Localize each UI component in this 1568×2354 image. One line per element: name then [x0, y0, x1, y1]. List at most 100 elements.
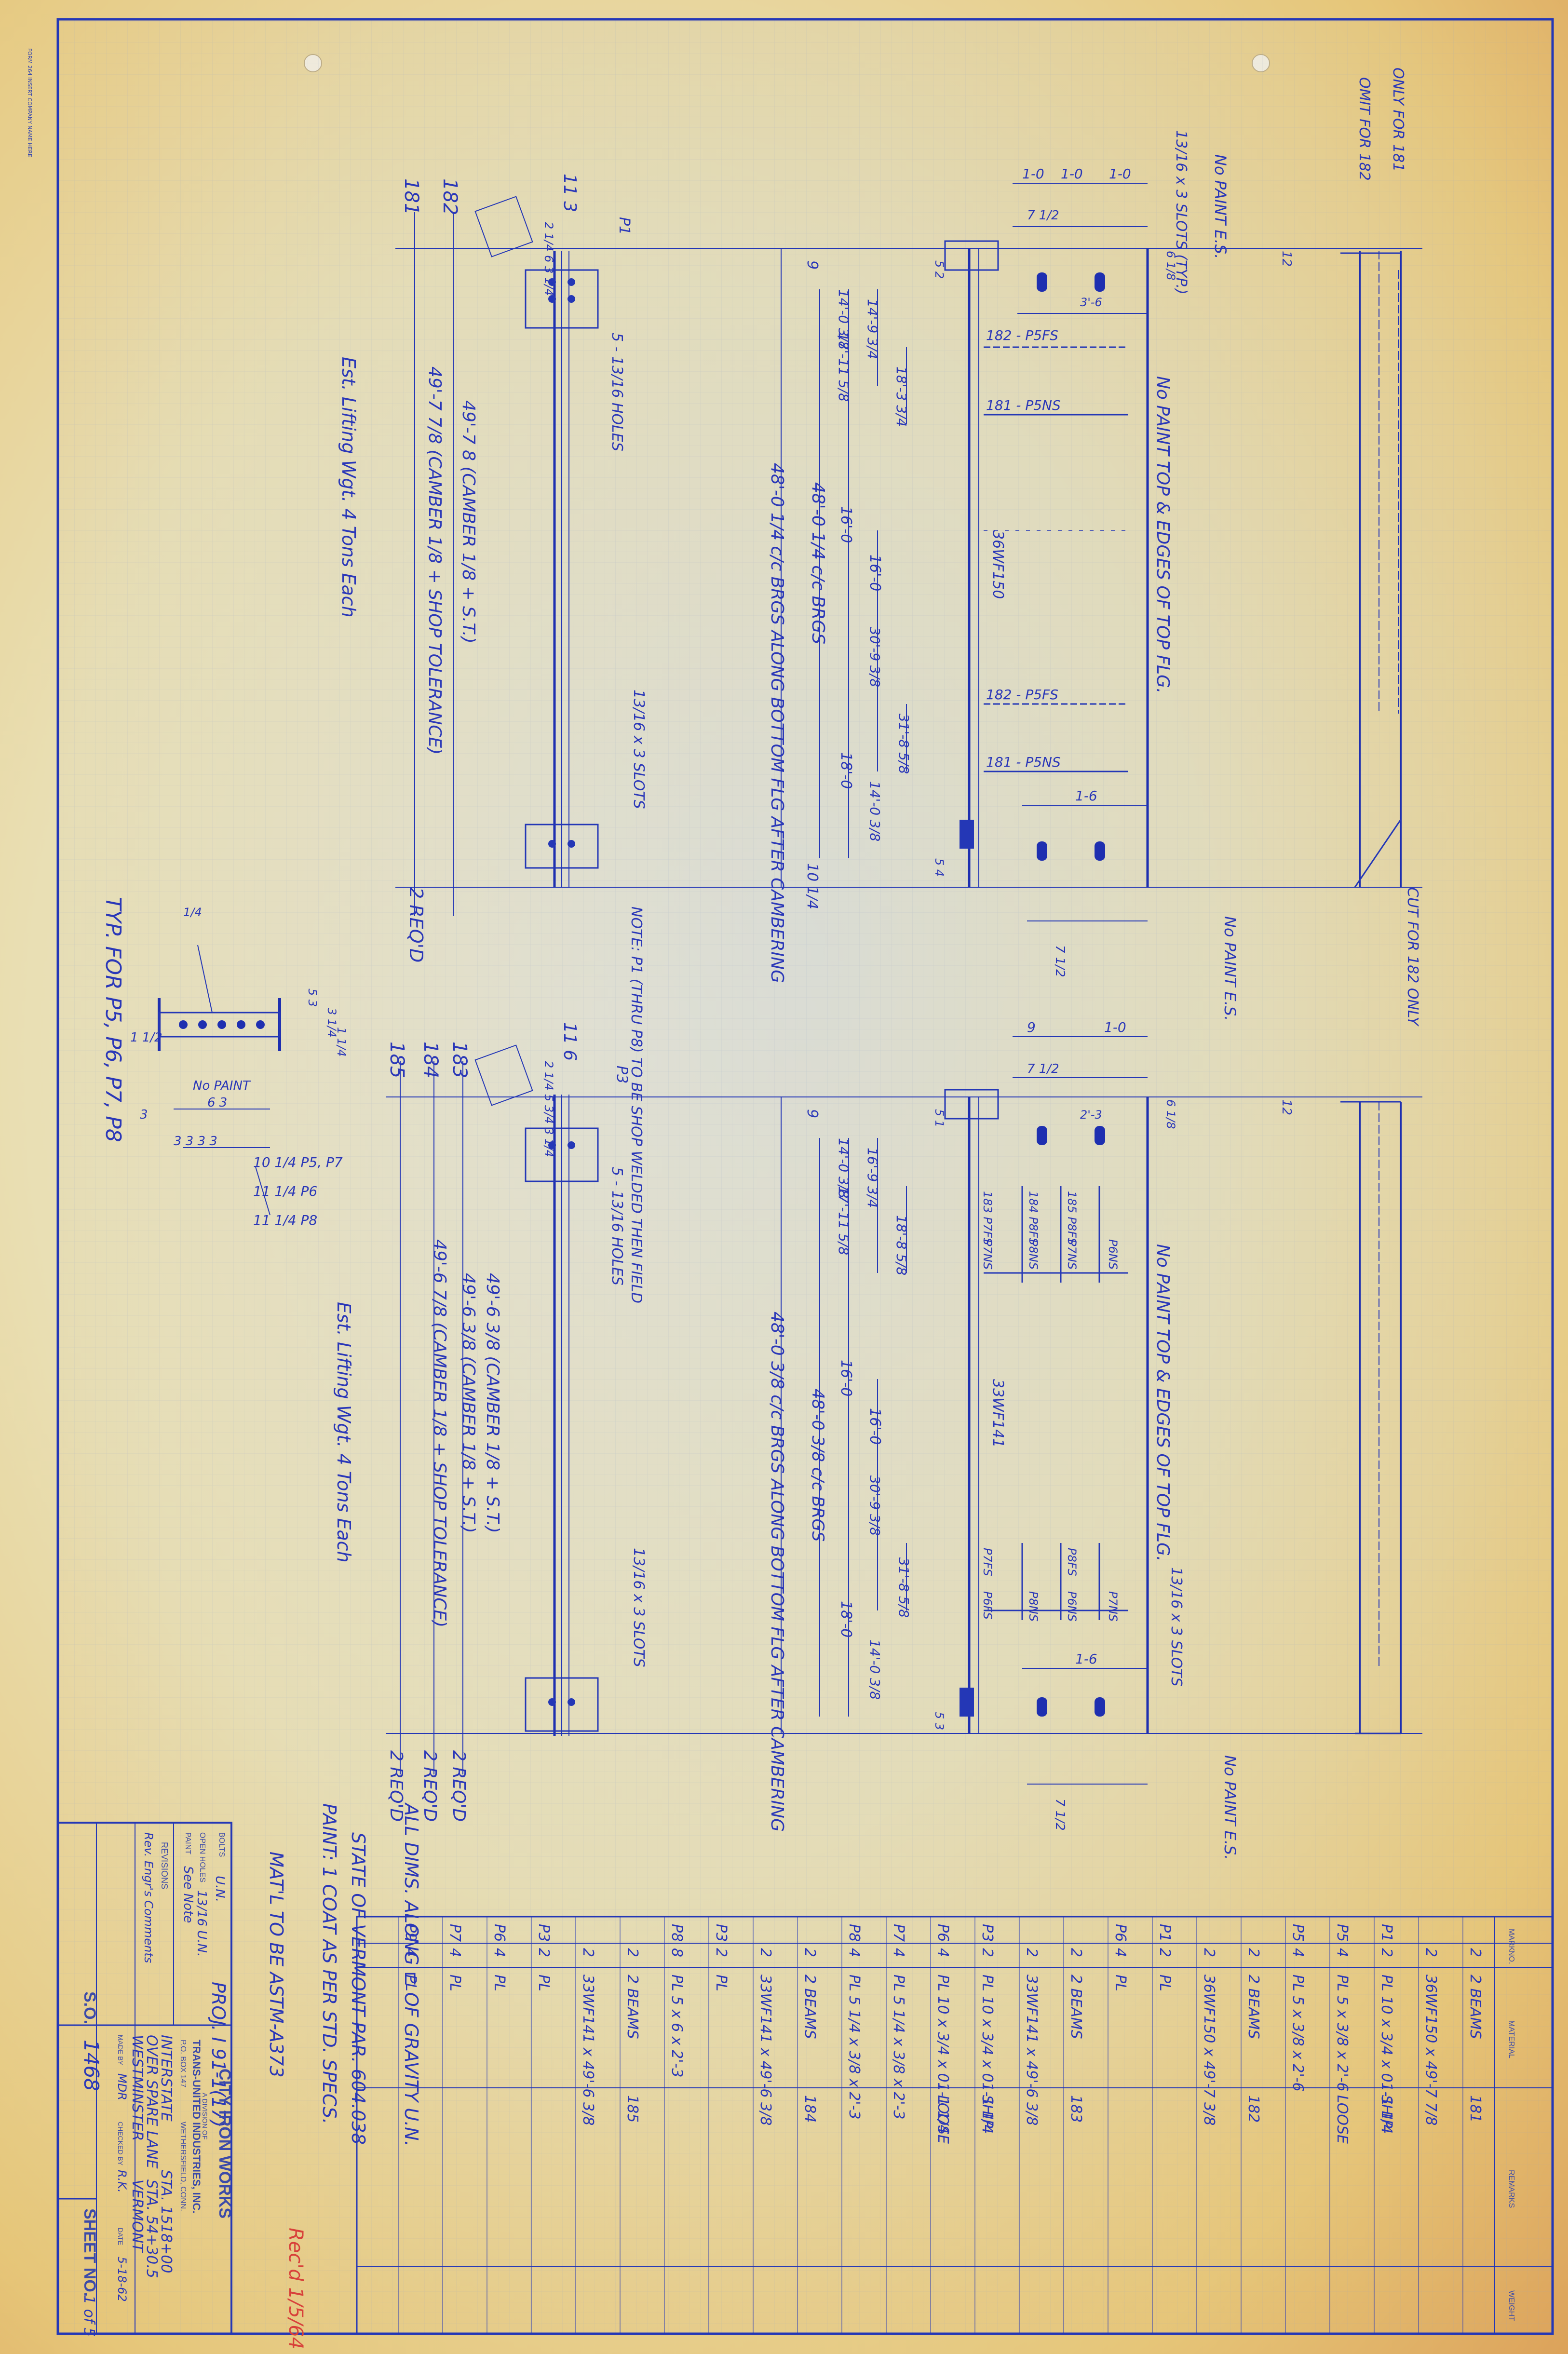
bom-cell-mark: P5 — [1334, 1924, 1351, 1942]
stiffener-b-7: P6NS — [1106, 1239, 1120, 1270]
member-a-spacing-3: 1-0 — [1109, 166, 1131, 182]
bom-cell-no: 2 — [801, 1948, 818, 1957]
member-b-dim-5-3: 5 3 — [933, 1712, 946, 1730]
member-b-d-14-0: 14'-0 3/8 — [836, 1138, 852, 1198]
member-b-spacing: 1-0 — [1104, 1019, 1126, 1035]
plate-p3-label: P3 — [613, 1066, 630, 1083]
bom-cell-no: 2 — [535, 1948, 552, 1957]
mark-184: 184 — [419, 1042, 442, 1078]
bom-cell-remarks: LOOSE — [934, 2095, 951, 2144]
member-a-dim-10: 10 1/4 — [804, 863, 821, 909]
tb-project-1: INTERSTATE — [158, 2035, 175, 2122]
title-block — [57, 1822, 232, 2335]
bom-cell-mark: P8 — [668, 1924, 685, 1942]
stiffener-b-12: P6FS — [981, 1591, 994, 1620]
detail-dims-2: 1 1/2 — [130, 1030, 162, 1045]
detail-dim-3-1: 3 1/4 — [325, 1008, 338, 1038]
member-b-d-18: 18'-8 5/8 — [893, 1215, 909, 1275]
mark-185: 185 — [386, 1042, 408, 1078]
member-a-dim-top: 2 1/4 6 3 1/4 — [542, 222, 555, 296]
member-b-d-18-0: 18'-0 — [838, 1601, 854, 1637]
member-a-d-30: 30'-9 3/8 — [867, 627, 883, 687]
tb-made-by: MDR — [115, 2073, 129, 2100]
member-b-dim-12: 12 — [1279, 1099, 1294, 1115]
bom-cell-no: 2 — [1422, 1948, 1439, 1957]
member-b-no-paint-es: No PAINT E.S. — [1221, 1755, 1239, 1860]
tb-station-1: STA. 1518+00 — [158, 2170, 175, 2273]
member-a-holes: 5 - 13/16 HOLES — [608, 333, 625, 451]
stiffener-181-p5ns-2: 181 - P5NS — [986, 754, 1061, 770]
member-b-d-16-0b: 16'-0 — [866, 1408, 883, 1445]
member-a-spacing-b: 1-6 — [1075, 788, 1097, 804]
member-b-bearings-1: 48'-0 3/8 c/c BRGS — [808, 1389, 827, 1542]
tb-date: 5-18-62 — [115, 2257, 129, 2302]
member-a-spacing-1: 1-0 — [1022, 166, 1044, 182]
member-a-only: ONLY FOR 181 — [1390, 68, 1406, 172]
bom-cell-material: PL — [713, 1975, 730, 1991]
tb-project-2: OVER SPARE LANE — [143, 2035, 160, 2169]
detail-weld: 1/4 — [183, 906, 202, 919]
member-a-dim-11-3: 11 3 — [560, 174, 580, 212]
bom-cell-no: 2 — [1156, 1948, 1173, 1957]
bom-cell-mark: P6 — [934, 1924, 951, 1942]
bom-cell-material: PL — [1156, 1975, 1173, 1991]
member-a-d-31: 31'-8 5/8 — [896, 714, 912, 774]
bom-cell-material: PL 5 x 3/8 x 2'-6 — [1289, 1975, 1306, 2092]
bom-cell-material: PL — [446, 1975, 463, 1991]
member-b-dim-top: 2 1/4 5 3/4 3 1/4 — [542, 1061, 555, 1157]
stiffener-b-6: P7NS — [1065, 1239, 1079, 1270]
member-b-reqd-2: 2 REQ'D — [420, 1750, 440, 1822]
tb-paint-label: PAINT — [184, 1832, 192, 1854]
tb-project-3: WESTMINSTER — [129, 2035, 146, 2141]
detail-dim-1-1: 1 1/4 — [335, 1027, 348, 1057]
stiffener-b-4: P7NS — [981, 1239, 994, 1270]
bom-cell-no: 4 — [890, 1948, 907, 1957]
bom-cell-material: PL — [1112, 1975, 1129, 1991]
member-b-d-17: 17'-11 5/8 — [836, 1186, 852, 1255]
member-a-cut: CUT FOR 182 ONLY — [1404, 887, 1421, 1027]
member-a-lifting-weight: Est. Lifting Wgt. 4 Tons Each — [338, 357, 359, 618]
detail-dim-5-3: 5 3 — [306, 988, 319, 1007]
bom-cell-no: 4 — [446, 1948, 463, 1957]
member-b-spacing-9: 9 — [1027, 1019, 1036, 1035]
member-b-length-2: 49'-6 3/8 (CAMBER 1/8 + S.T.) — [459, 1273, 478, 1533]
member-a-elevation — [395, 183, 1422, 921]
detail-dims-0: 3 3 3 3 — [174, 1134, 217, 1149]
member-b-length-3: 49'-6 3/8 (CAMBER 1/8 + S.T.) — [483, 1273, 502, 1533]
member-a-d-14-0: 14'-0 3/8 — [836, 289, 852, 350]
member-a-bearings-1: 48'-0 1/4 c/c BRGS — [808, 482, 828, 644]
tb-made-by-label: MADE BY — [117, 2035, 124, 2066]
bom-cell-no: 2 — [1068, 1948, 1084, 1957]
member-a-length-2: 49'-7 8 (CAMBER 1/8 + S.T.) — [459, 400, 478, 644]
member-a-no-paint-es: No PAINT E.S. — [1211, 154, 1230, 259]
bom-cell-no: 4 — [846, 1948, 863, 1957]
member-b-dim-2-3: 2'-3 — [1080, 1108, 1102, 1122]
member-b-d-16-9: 16'-9 3/4 — [865, 1148, 880, 1208]
bom-cell-mark: P6 — [491, 1924, 508, 1942]
bom-header-weight: WEIGHT — [1507, 2290, 1515, 2321]
bom-cell-no: 8 — [668, 1948, 685, 1957]
border-side-text: FORM 264 INSERT COMPANY NAME HERE — [27, 48, 33, 157]
tb-address-1: P.O. BOX 147 — [179, 2040, 187, 2087]
stiffener-182-p5fs: 182 - P5FS — [986, 327, 1058, 343]
bom-cell-no: 2 — [1201, 1948, 1217, 1957]
member-b-dim-9: 9 — [804, 1109, 821, 1118]
tb-date-label: DATE — [117, 2228, 124, 2245]
bom-cell-material: 2 BEAMS — [1467, 1975, 1484, 2039]
bom-cell-material: PL 10 x 3/4 x 01-1 1/4 — [1378, 1975, 1395, 2134]
bom-cell-material: 36WF150 x 49'-7 7/8 — [1422, 1975, 1439, 2125]
bom-cell-no: 4 — [491, 1948, 508, 1957]
bom-cell-remarks: 181 — [1467, 2095, 1484, 2123]
bom-cell-mark: P7 — [446, 1924, 463, 1942]
tb-so-number: 1468 — [80, 2040, 103, 2091]
member-a-d-16-0b: 16'-0 — [866, 555, 883, 591]
member-a-d-17: 17'-11 5/8 — [836, 333, 852, 402]
bom-cell-no: 4 — [402, 1948, 419, 1957]
note-material: MAT'L TO BE ASTM-A373 — [266, 1852, 287, 2078]
detail-p6: 11 1/4 P6 — [253, 1183, 317, 1199]
tb-station-2: STA. 54+30.5 — [143, 2179, 160, 2278]
bom-cell-material: 36WF150 x 49'-7 3/8 — [1201, 1975, 1217, 2125]
stiffener-b-13: P6NS — [1065, 1591, 1079, 1622]
tb-holes-label: OPEN HOLES — [198, 1832, 206, 1882]
member-b-edge: 7 1/2 — [1027, 1062, 1059, 1076]
